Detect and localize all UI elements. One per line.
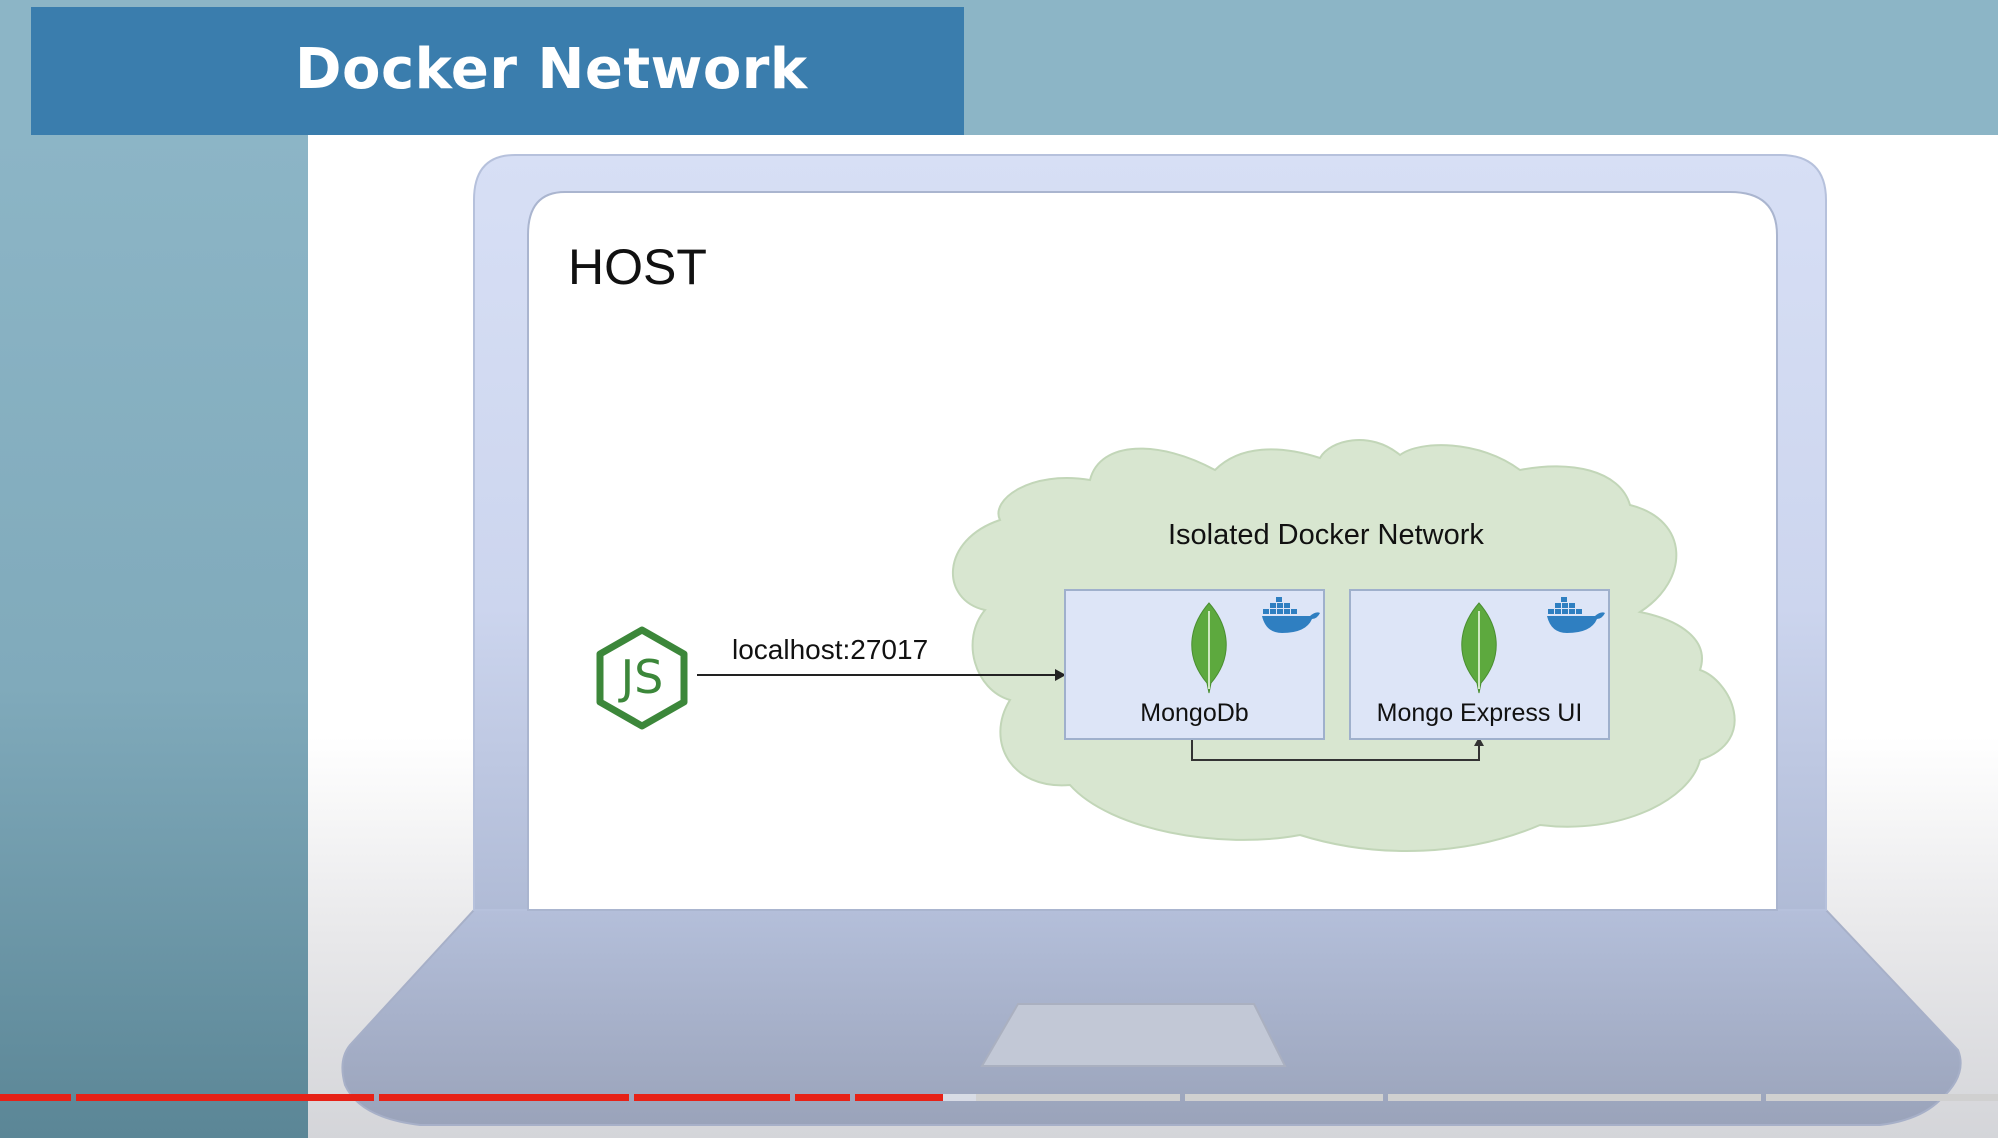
side-panel xyxy=(0,135,308,1138)
progress-played-seg xyxy=(0,1094,71,1101)
slide-title: Docker Network xyxy=(295,37,808,102)
progress-played-seg xyxy=(76,1094,374,1101)
mongodb-leaf-icon xyxy=(1461,602,1497,694)
connection-arrowhead xyxy=(1055,669,1066,681)
nodejs-icon-text: JS xyxy=(618,650,664,704)
nodejs-icon: JS xyxy=(596,626,688,730)
progress-unplayed-seg xyxy=(1185,1094,1383,1101)
cloud-label: Isolated Docker Network xyxy=(1168,519,1484,551)
video-progress-bar[interactable] xyxy=(0,1094,1998,1101)
progress-unplayed-seg xyxy=(976,1094,1180,1101)
progress-unplayed-seg xyxy=(1388,1094,1761,1101)
host-label: HOST xyxy=(568,239,707,295)
connection-label: localhost:27017 xyxy=(732,634,929,665)
progress-played-seg xyxy=(379,1094,629,1101)
container-label-mongo-express: Mongo Express UI xyxy=(1376,699,1583,727)
progress-buffered-seg xyxy=(943,1094,976,1101)
trackpad xyxy=(980,1003,1287,1067)
mongodb-leaf-icon xyxy=(1191,602,1227,694)
progress-played-seg xyxy=(855,1094,943,1101)
container-link-line xyxy=(1191,738,1480,761)
container-mongo-express: Mongo Express UI xyxy=(1349,589,1610,740)
container-label-mongodb: MongoDb xyxy=(1140,699,1249,727)
progress-unplayed-seg xyxy=(1766,1094,1998,1101)
docker-whale-icon xyxy=(1547,597,1605,633)
container-mongodb: MongoDb xyxy=(1064,589,1325,740)
docker-whale-icon xyxy=(1262,597,1320,633)
container-link-arrowhead xyxy=(1474,737,1484,746)
docker-network-cloud xyxy=(952,439,1736,853)
progress-played-seg xyxy=(795,1094,850,1101)
title-bar: Docker Network xyxy=(31,7,964,135)
progress-played-seg xyxy=(634,1094,790,1101)
